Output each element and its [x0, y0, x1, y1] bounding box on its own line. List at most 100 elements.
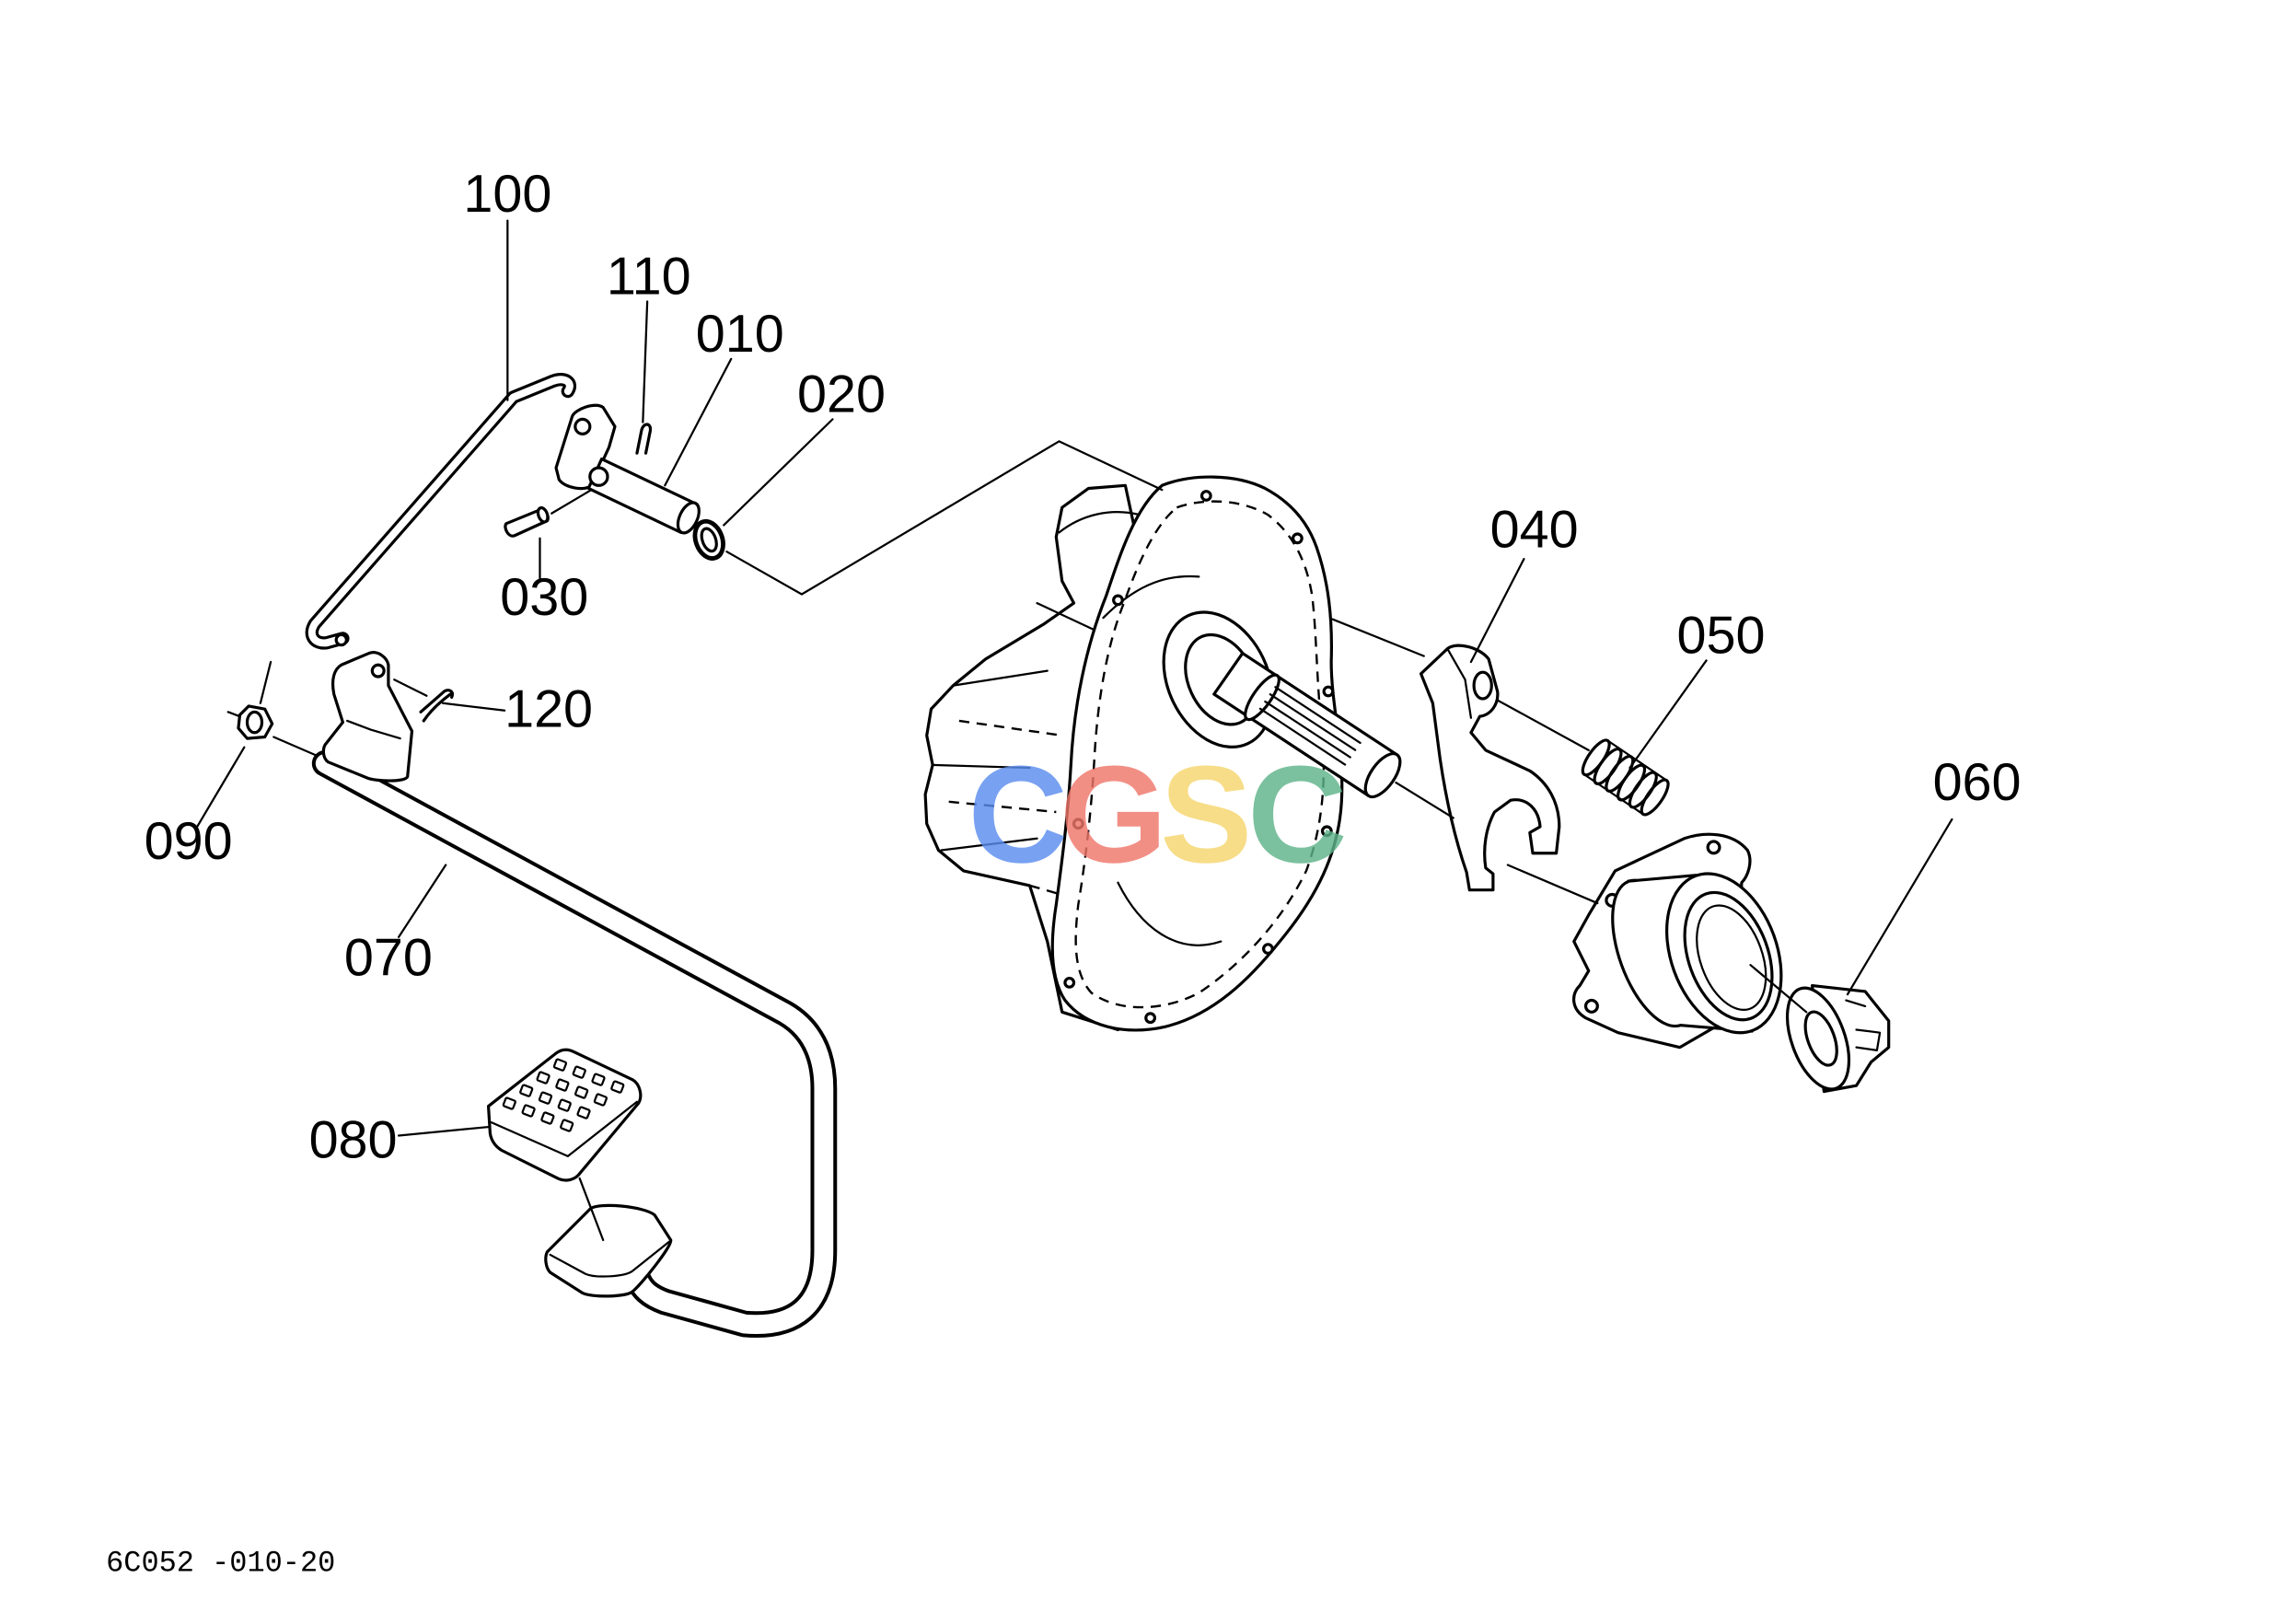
- tread-square: [536, 1071, 550, 1085]
- leader-line-090: [196, 746, 246, 829]
- pedal-arm-bracket: [321, 651, 414, 783]
- callout-060: 060: [1933, 753, 2022, 812]
- bearing-hub-bore: [1683, 890, 1774, 1022]
- tread-square: [502, 1096, 516, 1110]
- assembly-line-nipple-bracket: [272, 736, 319, 758]
- flange-bolt-hole: [1320, 825, 1333, 838]
- callout-080: 080: [309, 1110, 398, 1169]
- shaft-spline: [1264, 700, 1351, 759]
- watermark-logo: C G S C: [968, 737, 1348, 891]
- callout-010: 010: [696, 305, 784, 364]
- housing-hidden-line-2: [948, 800, 1057, 814]
- pedal-arm-body: [315, 753, 834, 1335]
- release-fork: [1419, 644, 1561, 892]
- shaft-spline: [1258, 707, 1347, 766]
- shaft-spline: [1274, 686, 1362, 745]
- assembly-line-shaft-fork: [1395, 781, 1454, 819]
- pedal-rubber-tread: [502, 1058, 625, 1132]
- clutch-rod-body: [307, 376, 574, 647]
- pedal-rubber-edge: [490, 1100, 639, 1158]
- tread-square: [540, 1111, 555, 1125]
- tread-square: [610, 1080, 625, 1094]
- pedal-rubber: [486, 1048, 643, 1182]
- release-bearing-groove: [1845, 999, 1867, 1008]
- flange-bolt-hole: [1199, 490, 1212, 502]
- pedal-bracket-edge: [346, 719, 401, 740]
- leader-line-110: [642, 300, 649, 423]
- tread-square: [560, 1119, 574, 1132]
- callout-030: 030: [500, 568, 588, 627]
- clutch-rod-end: [334, 632, 348, 647]
- leader-line-070: [397, 864, 447, 938]
- flange-bolt-hole: [1144, 1012, 1156, 1025]
- tread-square: [576, 1106, 591, 1119]
- pedal-pad: [544, 1203, 673, 1298]
- tread-square: [519, 1084, 534, 1097]
- watermark-letter-2: G: [1060, 737, 1167, 891]
- assembly-line-rubber-pad: [578, 1177, 605, 1242]
- callout-110: 110: [607, 248, 691, 307]
- callout-120: 120: [504, 679, 593, 738]
- clutch-lever-arm: [554, 403, 701, 535]
- lever-arm-shaft-end: [676, 501, 701, 535]
- leader-line-050: [1628, 659, 1708, 770]
- flange-bolt-hole: [1262, 943, 1274, 955]
- watermark-letter-1: C: [968, 737, 1068, 891]
- transmission-housing: [923, 475, 1402, 1032]
- callout-040: 040: [1490, 500, 1579, 559]
- cotter-pin-110: [635, 423, 653, 455]
- o-ring-inner: [700, 527, 718, 553]
- tread-square: [572, 1065, 586, 1079]
- grease-nipple-tip: [259, 660, 272, 704]
- tread-square: [552, 1058, 568, 1072]
- assembly-line-pin-arm: [550, 488, 593, 515]
- assembly-line-bracket-cotter: [393, 679, 428, 697]
- assembly-lines: [272, 440, 1808, 1242]
- leader-line-040: [1469, 558, 1525, 664]
- assembly-line-oring-housing: [725, 440, 1164, 596]
- housing-front-flange: [1050, 475, 1344, 1032]
- housing-top-ear: [1058, 511, 1142, 534]
- spring-coil: [1640, 778, 1670, 817]
- assembly-line-hub-bearing: [1749, 964, 1808, 1014]
- hub-flange-hole: [1583, 998, 1599, 1014]
- cotter-pin-120: [419, 689, 454, 723]
- housing-inner-rib-2: [1102, 574, 1200, 620]
- bearing-hub-barrel-top: [1627, 874, 1698, 883]
- watermark-letter-3: S: [1160, 737, 1252, 891]
- release-fork-bore: [1472, 670, 1493, 701]
- tread-square: [591, 1073, 606, 1086]
- drawing-number: 6C052 -010-20: [106, 1546, 335, 1580]
- o-ring: [692, 518, 725, 561]
- release-fork-body: [1419, 644, 1561, 892]
- leader-lines: [196, 219, 1953, 1137]
- flange-bolt-hole: [1291, 532, 1304, 545]
- flange-bolt-hole: [1063, 976, 1076, 989]
- input-shaft-tip: [1363, 752, 1402, 799]
- assembly-line-fork-hub: [1506, 864, 1599, 905]
- pedal-pad-edge: [549, 1240, 671, 1278]
- lever-arm-plate: [554, 403, 617, 491]
- leader-line-060: [1846, 818, 1953, 996]
- release-bearing: [1785, 983, 1891, 1094]
- clutch-rod: [305, 373, 576, 650]
- release-bearing-notch: [1855, 1028, 1882, 1051]
- housing-drum-edge-1: [952, 669, 1049, 687]
- shaft-spline: [1269, 693, 1357, 751]
- callout-070: 070: [344, 928, 433, 987]
- grease-nipple: [226, 660, 274, 740]
- tread-square: [593, 1093, 608, 1107]
- housing-inner-rib-1: [1117, 881, 1223, 946]
- tread-square: [538, 1091, 553, 1105]
- straight-pin: [504, 505, 550, 538]
- tread-square: [555, 1078, 570, 1092]
- assembly-line-fork-spring: [1496, 699, 1590, 752]
- part-callouts: 100 110 010 020 030 120 090 070 080 040 …: [145, 165, 2022, 1169]
- release-bearing-hub: [1572, 832, 1783, 1050]
- flange-bolt-hole: [1112, 594, 1124, 607]
- return-spring: [1581, 738, 1670, 817]
- leader-line-020: [723, 418, 834, 527]
- housing-drum-edge-3: [940, 837, 1038, 852]
- tread-square: [574, 1085, 589, 1099]
